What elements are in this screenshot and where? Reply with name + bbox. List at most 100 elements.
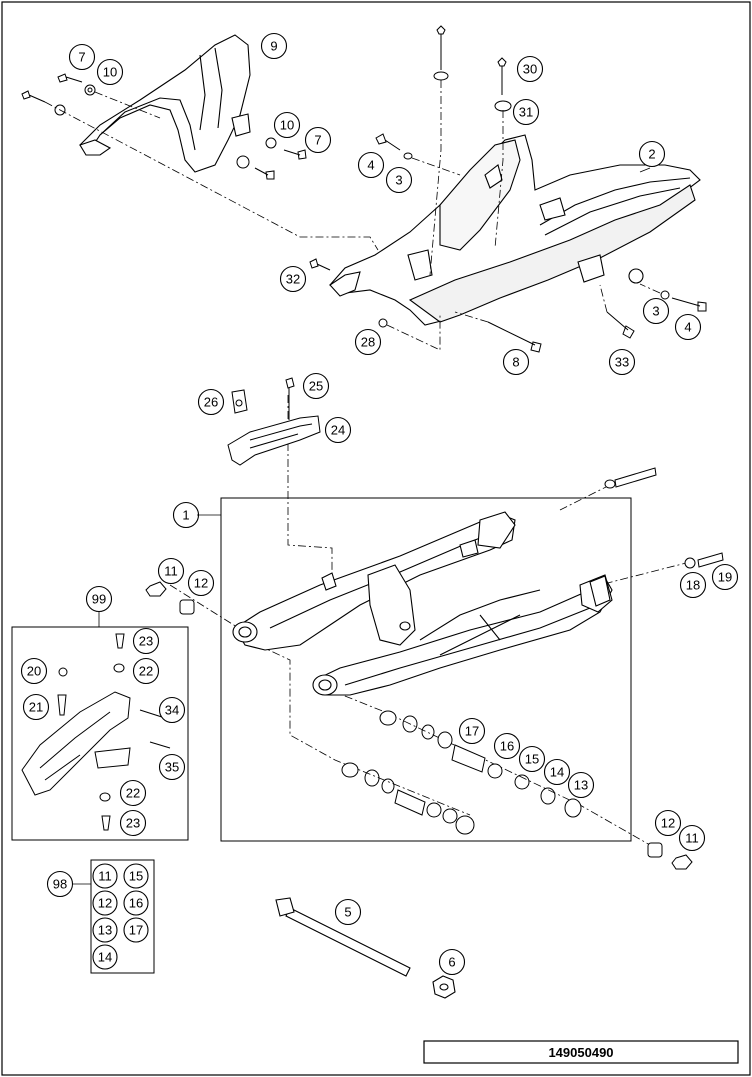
callout-circle xyxy=(638,140,666,168)
callout-circle xyxy=(22,693,50,721)
hugger-body xyxy=(79,34,251,173)
mudguard-side-panel xyxy=(408,184,696,323)
callout-number: 13 xyxy=(574,778,588,793)
seal-lower-2 xyxy=(364,769,380,787)
axle-end-upper xyxy=(477,511,516,549)
callout-number: 5 xyxy=(344,905,351,920)
screw-33 xyxy=(606,311,635,339)
callout-c12b: 12 xyxy=(654,809,682,837)
seal-13 xyxy=(564,798,582,818)
callout-c10b: 10 xyxy=(273,111,301,139)
callout-number: 4 xyxy=(684,320,691,335)
callout-c2: 2 xyxy=(638,140,666,168)
hugger-part xyxy=(79,34,251,173)
pivot-bore-upper-inner xyxy=(238,626,252,638)
callout-number: 30 xyxy=(523,62,537,77)
kit-98-item-number: 11 xyxy=(98,869,112,884)
callout-c11b: 11 xyxy=(678,824,706,852)
washer-10b xyxy=(265,137,277,149)
swingarm-truss xyxy=(419,589,541,656)
callout-circle xyxy=(502,348,530,376)
axle-bolt-19 xyxy=(697,552,724,568)
callout-number: 34 xyxy=(165,703,179,718)
callout-circle xyxy=(567,771,595,799)
callout-c3b: 3 xyxy=(642,297,670,325)
kit-98-item-number: 12 xyxy=(98,896,112,911)
callout-number: 2 xyxy=(648,147,655,162)
protector-kit-frame xyxy=(11,626,189,841)
callout-circle xyxy=(354,328,382,356)
callout-circle xyxy=(642,297,670,325)
chain-adjuster xyxy=(589,575,611,607)
spacer-12-right xyxy=(647,842,663,858)
callout-c6: 6 xyxy=(438,948,466,976)
bearing-stack xyxy=(341,710,582,835)
screw-7b xyxy=(283,149,307,160)
callout-circle xyxy=(158,753,186,781)
screw-35 xyxy=(149,741,171,749)
callout-c16: 16 xyxy=(493,732,521,760)
callout-circle xyxy=(334,898,362,926)
washer-3b xyxy=(660,290,670,300)
callout-number: 16 xyxy=(500,739,514,754)
bearing-upper xyxy=(437,731,453,749)
drawing-number: 149050490 xyxy=(548,1045,613,1060)
kit-98-item-number: 15 xyxy=(129,869,143,884)
callout-c18: 18 xyxy=(679,571,707,599)
chain-slider xyxy=(227,377,321,466)
callout-number: 4 xyxy=(367,158,374,173)
kit-98-item-circle xyxy=(92,917,118,943)
callout-number: 35 xyxy=(165,760,179,775)
callout-circle xyxy=(187,569,215,597)
callout-number: 10 xyxy=(280,118,294,133)
nut-11-right xyxy=(671,854,693,870)
nut-20 xyxy=(58,667,68,677)
ring-14 xyxy=(540,787,556,805)
callout-circle xyxy=(119,779,147,807)
callout-c3a: 3 xyxy=(385,166,413,194)
mudguard-bracket xyxy=(407,249,433,281)
callout-c21: 21 xyxy=(22,693,50,721)
mudguard-lug xyxy=(577,254,605,283)
callout-c15: 15 xyxy=(518,745,546,773)
callout-circle xyxy=(158,696,186,724)
callout-number: 12 xyxy=(194,576,208,591)
callout-c4a: 4 xyxy=(357,151,385,179)
screw-25 xyxy=(285,377,295,420)
callout-number: 15 xyxy=(525,752,539,767)
screw-32 xyxy=(309,258,331,271)
callout-number: 9 xyxy=(270,39,277,54)
kit-98-item-number: 13 xyxy=(98,923,112,938)
callout-number: 10 xyxy=(103,65,117,80)
callout-circle xyxy=(543,758,571,786)
kit-98-item: 13 xyxy=(92,917,118,943)
seal-upper-3 xyxy=(421,724,435,740)
callout-number: 1 xyxy=(182,508,189,523)
seal-lower-4 xyxy=(455,815,475,835)
grommet-31 xyxy=(494,100,512,112)
kit-98-item: 11 xyxy=(92,863,118,889)
screw-top-30 xyxy=(436,25,446,70)
kit-98-item-circle xyxy=(123,917,149,943)
callout-circle xyxy=(324,416,352,444)
callout-circle xyxy=(458,717,486,745)
callout-circle xyxy=(516,55,544,83)
swingarm xyxy=(232,511,613,696)
ring-16 xyxy=(487,763,503,779)
screw-8 xyxy=(487,321,542,353)
mudguard-fin xyxy=(439,139,521,251)
callout-circle xyxy=(157,557,185,585)
kit-98-item-number: 14 xyxy=(98,950,112,965)
rear-axle-parts xyxy=(604,467,724,569)
callout-c99: 99 xyxy=(85,585,113,613)
callout-circle xyxy=(608,348,636,376)
callout-number: 23 xyxy=(139,634,153,649)
axle-nut-upper xyxy=(604,479,616,489)
pivot-hardware-right xyxy=(647,842,693,870)
callout-circle xyxy=(302,372,330,400)
callout-circle xyxy=(279,265,307,293)
callout-number: 12 xyxy=(661,816,675,831)
callout-c10a: 10 xyxy=(96,58,124,86)
hugger-inner-edge xyxy=(99,97,196,151)
